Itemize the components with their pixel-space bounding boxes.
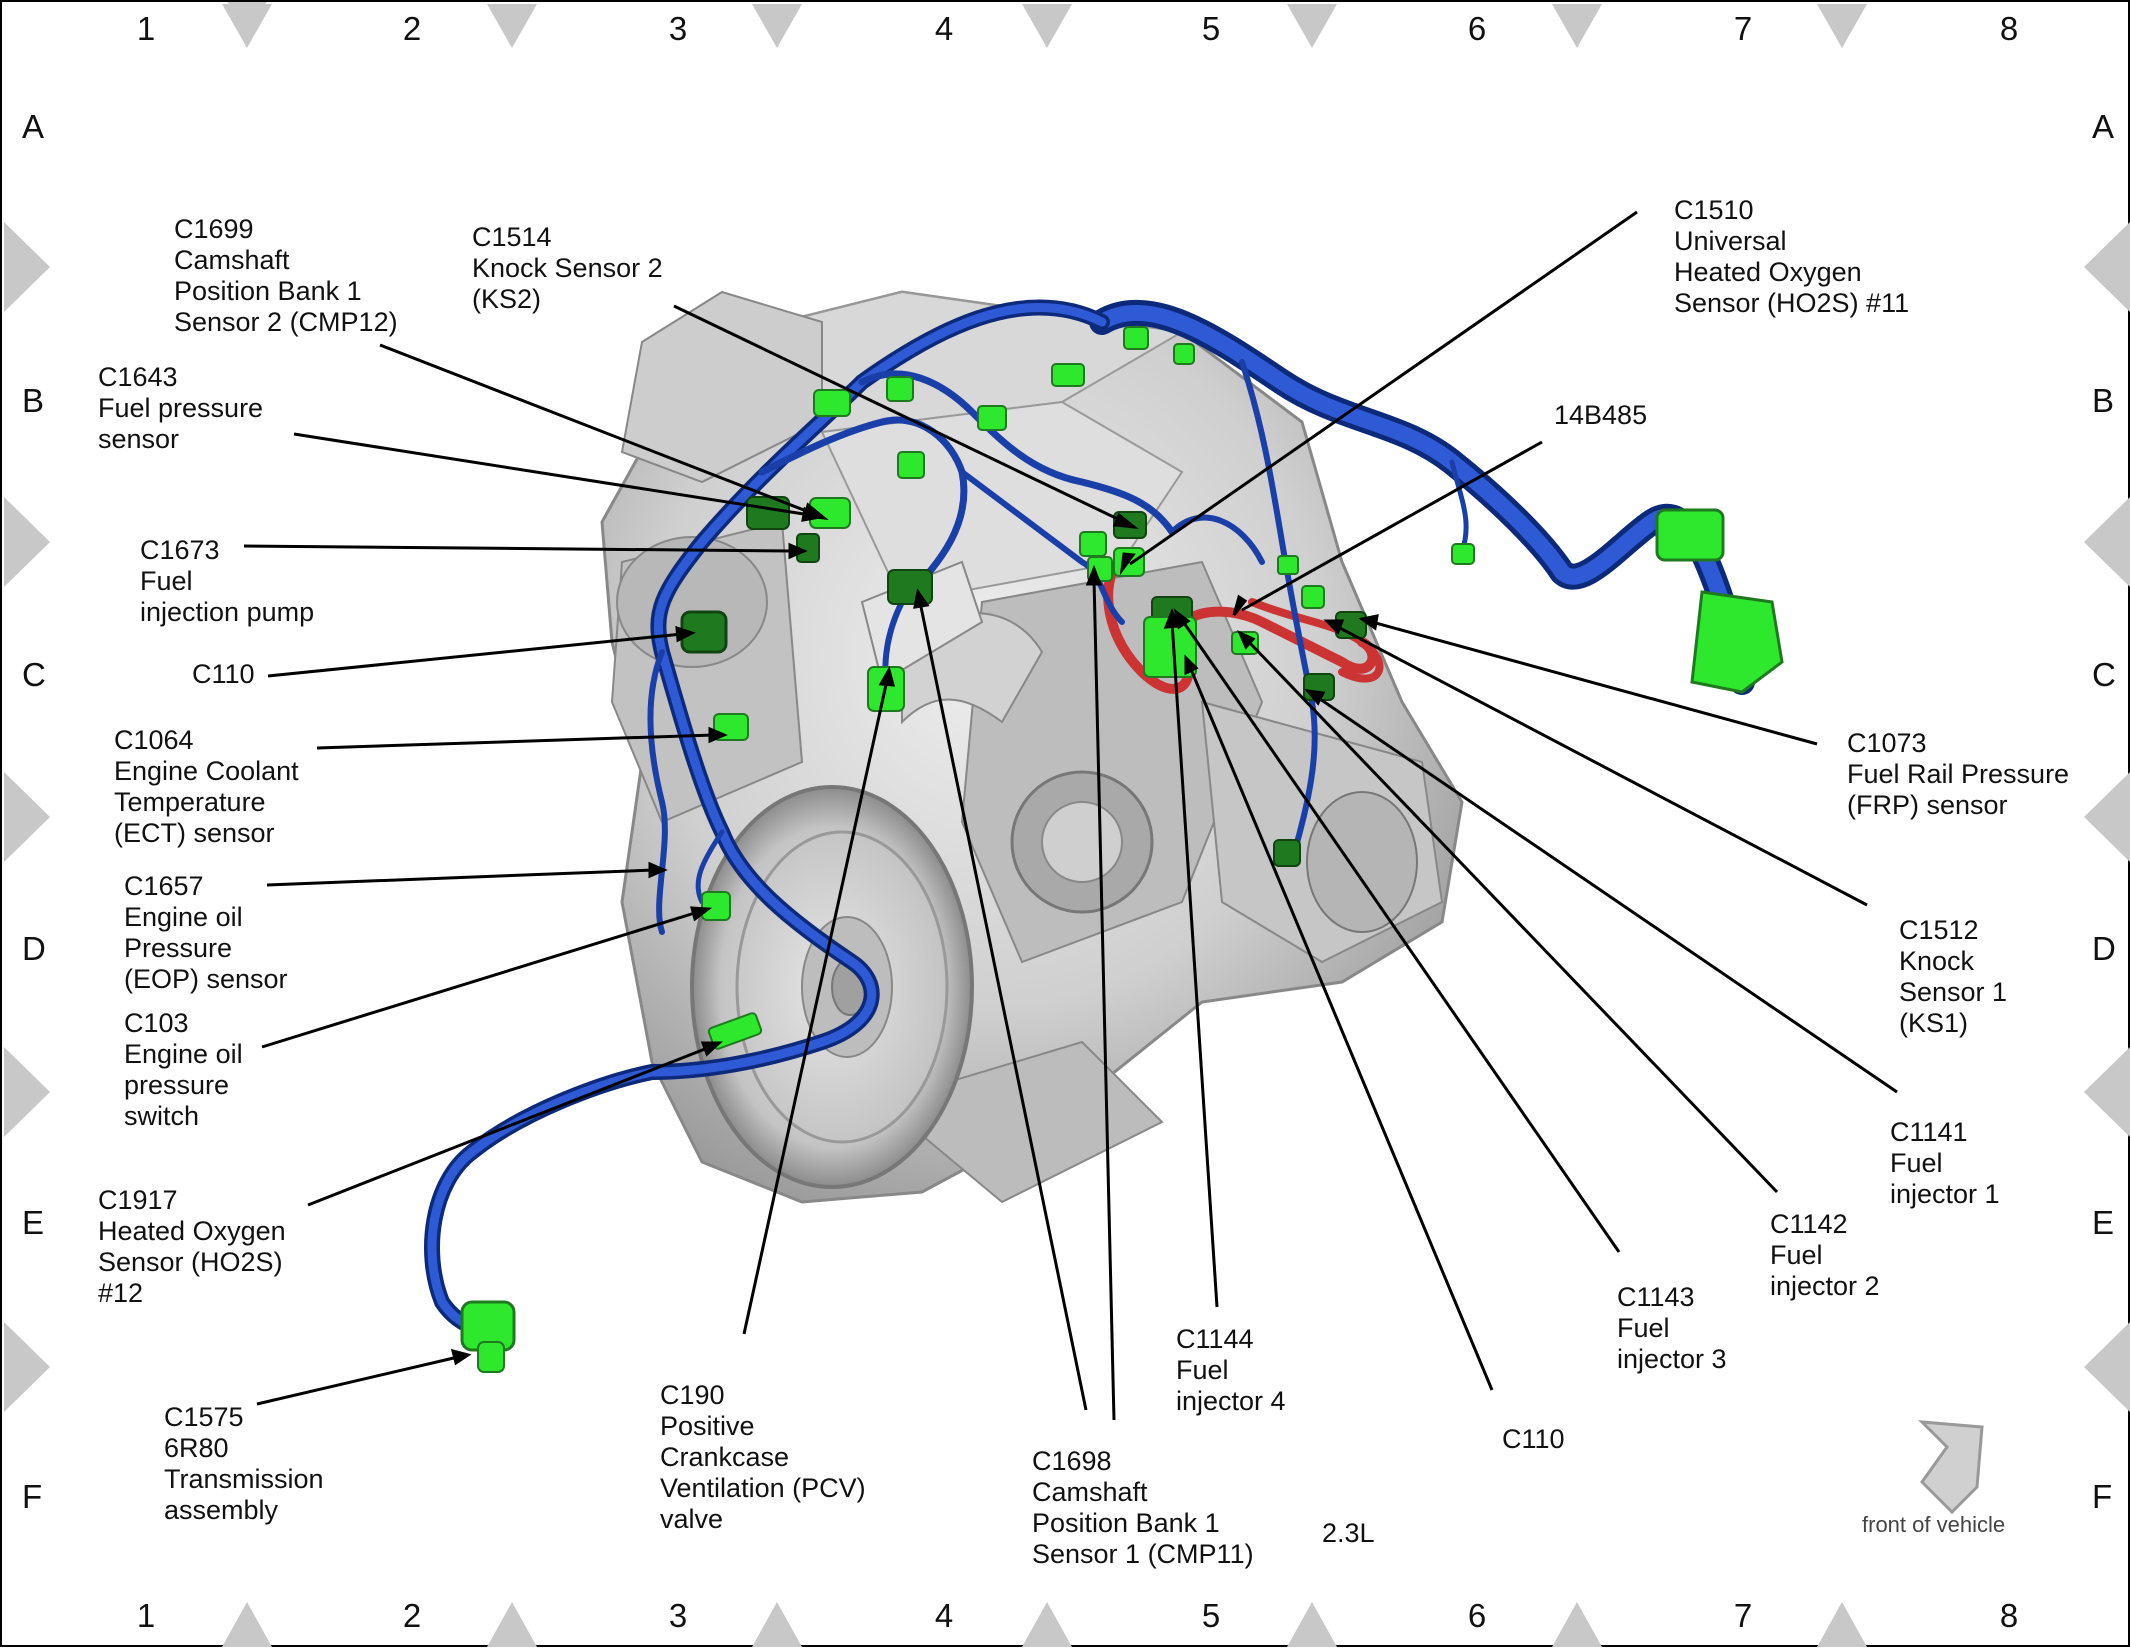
engine-size-label: 2.3L	[1322, 1518, 1375, 1548]
leader-lines	[243, 210, 1898, 1421]
grid-row-left-f: F	[22, 1478, 43, 1515]
grid-col-top-8: 8	[1999, 10, 2019, 47]
grid-col-bottom-5: 5	[1201, 1597, 1221, 1634]
grid-row-left-c: C	[22, 656, 46, 693]
border-diamonds	[4, 2, 2130, 1647]
grid-col-top-7: 7	[1733, 10, 1753, 47]
grid-col-top-1: 1	[136, 10, 156, 47]
grid-col-top-3: 3	[668, 10, 688, 47]
connectors	[460, 326, 1784, 1373]
callout-14b485: 14B485	[1554, 400, 1648, 430]
grid-row-left-e: E	[22, 1204, 45, 1241]
callout-c110-bottom: C110	[1502, 1424, 1565, 1454]
grid-row-right-a: A	[2092, 108, 2115, 145]
grid-row-right-b: B	[2092, 382, 2115, 419]
front-arrow-icon	[1918, 1420, 1984, 1515]
grid-col-bottom-6: 6	[1467, 1597, 1487, 1634]
grid-row-right-f: F	[2092, 1478, 2113, 1515]
grid-col-bottom-1: 1	[136, 1597, 156, 1634]
grid-col-bottom-2: 2	[402, 1597, 422, 1634]
grid-col-top-2: 2	[402, 10, 422, 47]
grid-col-bottom-4: 4	[934, 1597, 954, 1634]
grid-row-left-a: A	[22, 108, 45, 145]
grid-row-left-d: D	[22, 930, 46, 967]
wiring-harness	[424, 299, 1755, 1338]
grid-row-right-e: E	[2092, 1204, 2115, 1241]
grid-col-bottom-3: 3	[668, 1597, 688, 1634]
grid-row-left-b: B	[22, 382, 45, 419]
grid-col-bottom-8: 8	[1999, 1597, 2019, 1634]
grid-col-bottom-7: 7	[1733, 1597, 1753, 1634]
grid-row-right-c: C	[2092, 656, 2116, 693]
callout-c110-left: C110	[192, 659, 255, 689]
grid-col-top-6: 6	[1467, 10, 1487, 47]
grid-row-right-d: D	[2092, 930, 2116, 967]
grid-col-top-5: 5	[1201, 10, 1221, 47]
front-of-vehicle-caption: front of vehicle	[1862, 1512, 2006, 1537]
grid-col-top-4: 4	[934, 10, 954, 47]
